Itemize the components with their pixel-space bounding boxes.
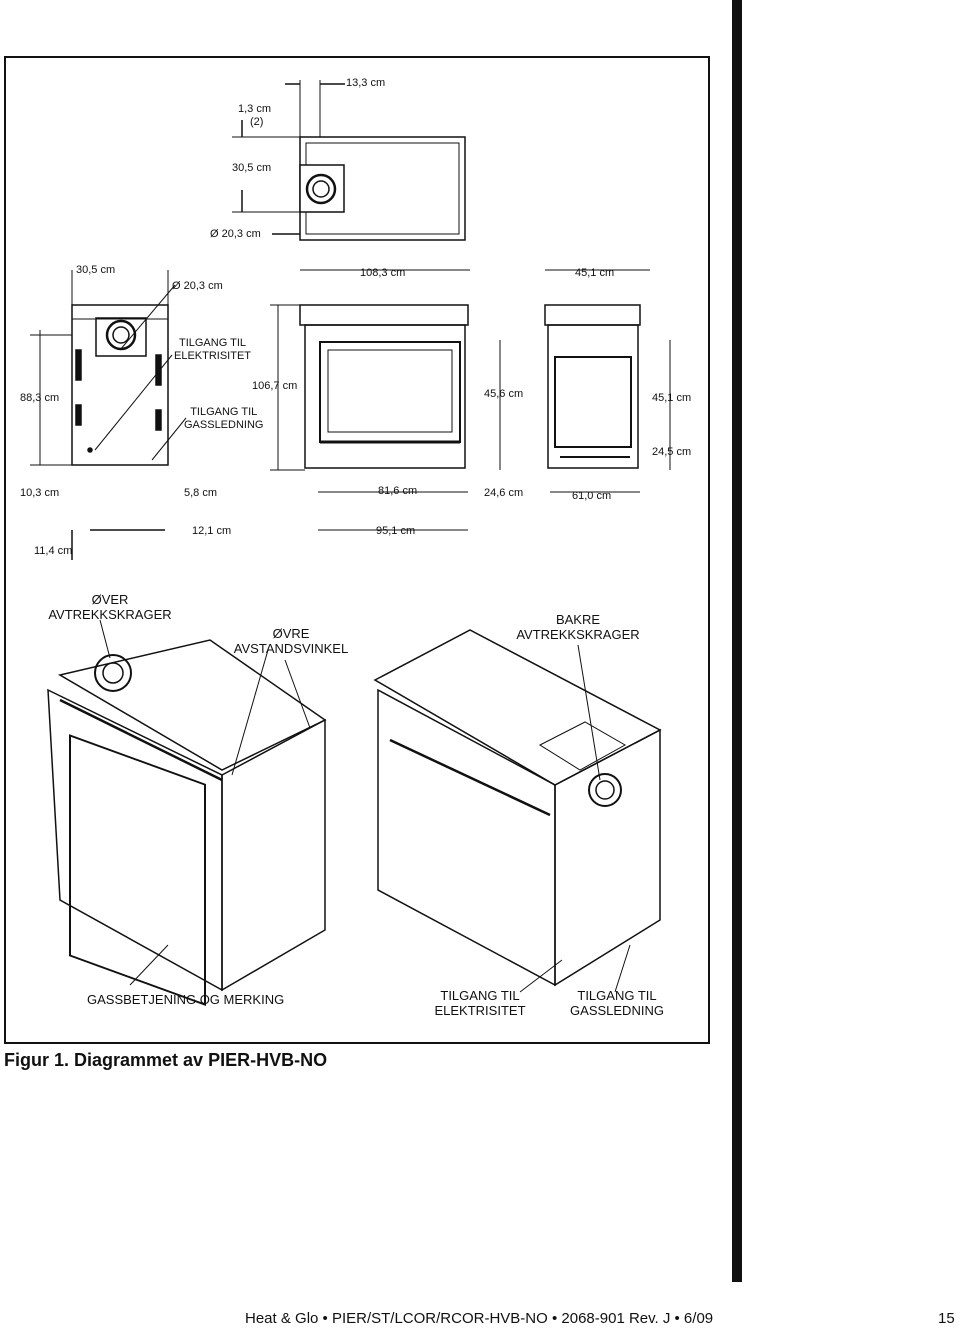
leader-lines [99,619,631,993]
dim-10-3: 10,3 cm [20,487,60,499]
dim-top-30-5: 30,5 cm [232,162,272,174]
dim-1-3-note: (2) [250,116,264,128]
electric-access-bottom-label: TILGANG TIL ELEKTRISITET [434,988,526,1018]
top-view [232,80,466,241]
isometric-front-view [47,639,327,1006]
dim-11-4: 11,4 cm [34,545,73,557]
electric-access-label: TILGANG TIL ELEKTRISITET [174,337,252,362]
front-view [270,269,501,531]
dim-13-3: 13,3 cm [346,77,386,89]
dim-12-1: 12,1 cm [192,525,232,537]
gas-controls-label: GASSBETJENING OG MERKING [87,992,285,1007]
dim-side-30-5: 30,5 cm [76,264,116,276]
dim-5-8: 5,8 cm [184,487,218,499]
dim-106-7: 106,7 cm [252,380,298,392]
dim-95-1: 95,1 cm [376,525,416,537]
end-view [544,269,671,493]
rear-collars-label: BAKRE AVTREKKSKRAGER [516,612,640,642]
gas-access-bottom-label: TILGANG TIL GASSLEDNING [570,988,664,1018]
page-edge-bar [732,0,742,1282]
figure-frame [4,56,710,1044]
dim-108-3: 108,3 cm [360,267,406,279]
dim-88-3: 88,3 cm [20,392,60,404]
dim-side-dia-20-3: Ø 20,3 cm [172,280,223,292]
figure-caption: Figur 1. Diagrammet av PIER-HVB-NO [4,1050,328,1070]
dim-24-5: 24,5 cm [652,446,692,458]
dim-81-6: 81,6 cm [378,485,418,497]
dim-end-45-1: 45,1 cm [652,392,692,404]
dim-1-3: 1,3 cm [238,103,272,115]
upper-collars-label: ØVER AVTREKKSKRAGER [48,592,172,622]
dim-45-6: 45,6 cm [484,388,524,400]
upper-standoff-label: ØVRE AVSTANDSVINKEL [233,626,349,656]
dim-61-0: 61,0 cm [572,490,612,502]
isometric-rear-view [373,629,662,987]
footer-text: Heat & Glo • PIER/ST/LCOR/RCOR-HVB-NO • … [245,1310,714,1327]
dim-end-45-1-top: 45,1 cm [575,267,615,279]
page-number: 15 [938,1310,955,1327]
dim-top-dia-20-3: Ø 20,3 cm [210,228,261,240]
side-view [30,270,187,560]
dim-24-6: 24,6 cm [484,487,524,499]
gas-access-label: TILGANG TIL GASSLEDNING [184,406,264,431]
